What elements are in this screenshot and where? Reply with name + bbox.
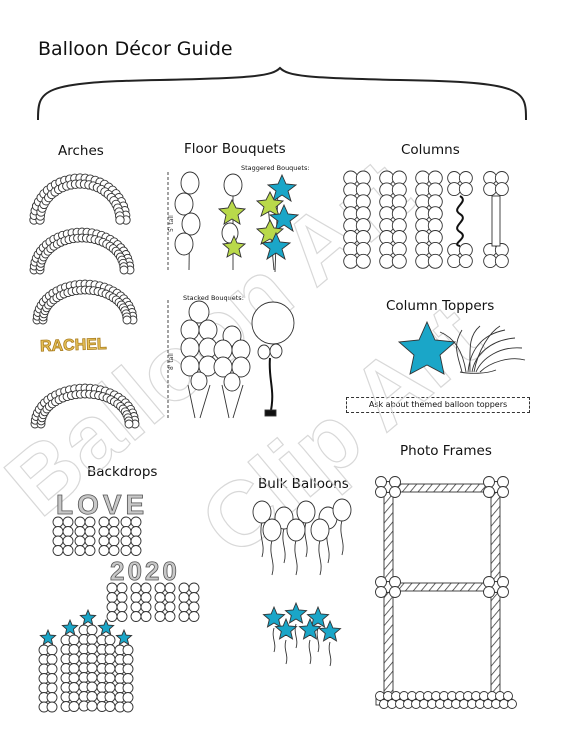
- column-3: [415, 170, 443, 269]
- star-column-backdrop: [38, 608, 134, 713]
- column-5: [483, 171, 509, 268]
- stacked-bouquet-3: [251, 301, 295, 417]
- staggered-bouquets-label: Staggered Bouquets:: [241, 164, 310, 172]
- bulk-white-balloons: [252, 498, 352, 576]
- column-1: [343, 170, 371, 269]
- fan-topper: [439, 325, 526, 374]
- floor-bouquets-heading: Floor Bouquets: [184, 141, 286, 157]
- columns-illustration: [343, 170, 509, 269]
- stacked-bouquets-label: Stacked Bouquets:: [183, 294, 244, 302]
- page-title: Balloon Décor Guide: [38, 38, 233, 60]
- arch-1: [29, 173, 131, 225]
- column-2: [379, 170, 407, 269]
- bulk-balloons-heading: Bulk Balloons: [258, 476, 349, 492]
- stacked-bouquet-2: [213, 325, 251, 419]
- arch-name-letters: RACHEL: [40, 336, 107, 355]
- column-toppers-heading: Column Toppers: [386, 298, 495, 314]
- themed-toppers-note: Ask about themed balloon toppers: [346, 397, 530, 413]
- stacked-bouquet-1: [180, 300, 218, 419]
- arches-illustration: [29, 173, 140, 429]
- love-letters: LOVE: [56, 489, 148, 520]
- height-label-1: 5' tall: [168, 215, 175, 232]
- bulk-balloons-illustration: [252, 498, 352, 667]
- year-backdrop-base: [106, 582, 200, 622]
- floor-bouquets-illustration: 5' tall 8' tall: [167, 171, 300, 420]
- love-backdrop-base: [52, 516, 142, 556]
- column-toppers-illustration: [397, 320, 526, 375]
- column-4-spiral: [447, 171, 473, 268]
- columns-heading: Columns: [401, 142, 460, 158]
- arch-4: [30, 383, 140, 429]
- arch-3: [32, 279, 138, 325]
- bulk-star-balloons: [262, 601, 342, 667]
- arch-2: [29, 227, 135, 275]
- teal-star-topper: [397, 320, 457, 375]
- backdrops-heading: Backdrops: [87, 464, 158, 480]
- height-label-2: 8' tall: [168, 353, 175, 370]
- year-letters: 2020: [110, 556, 180, 586]
- photo-frame-illustration: [375, 476, 517, 709]
- backdrops-illustration: [38, 516, 200, 713]
- photo-frames-heading: Photo Frames: [400, 443, 492, 459]
- arches-heading: Arches: [58, 143, 104, 159]
- title-brace: [37, 66, 527, 121]
